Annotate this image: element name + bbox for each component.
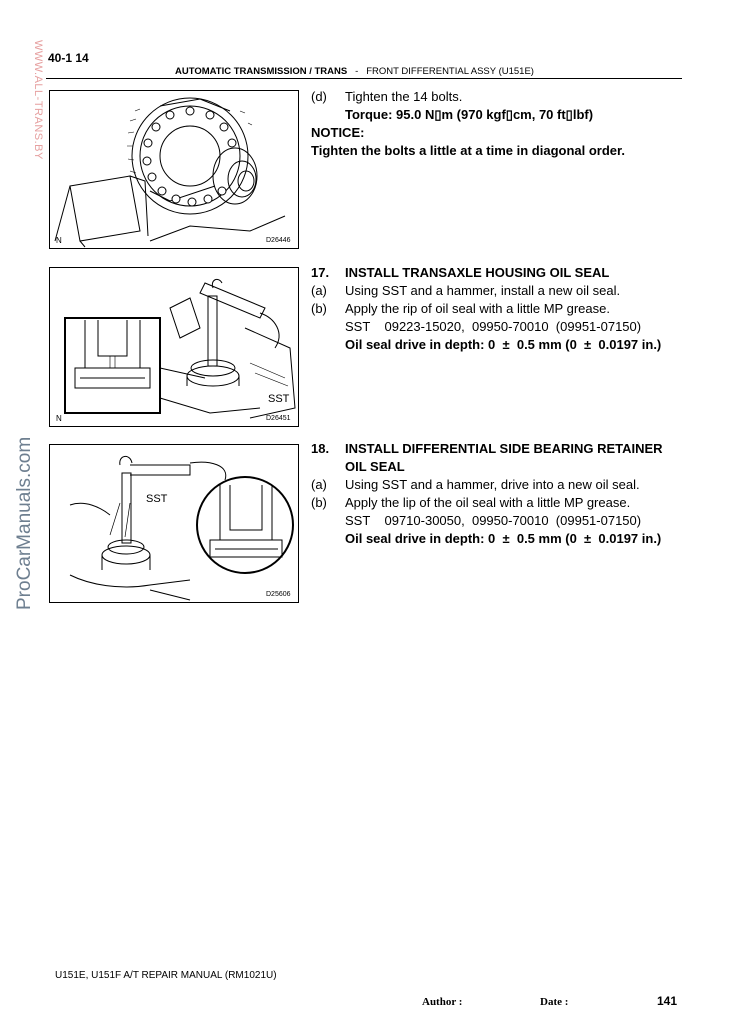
notice-title: NOTICE: [311,125,365,140]
step-17-depth: Oil seal drive in depth: 0 ± 0.5 mm (0 ±… [345,337,662,352]
step-17-title: INSTALL TRANSAXLE HOUSING OIL SEAL [345,265,610,280]
header-separator: - [355,66,359,77]
footer-page-number: 141 [657,994,678,1008]
figure2-code: D26451 [266,415,291,422]
header-section: FRONT DIFFERENTIAL ASSY (U151E) [366,66,534,77]
step-17b-text: Apply the rip of oil seal with a little … [345,301,610,316]
differential-bolts-illustration [54,97,286,248]
step-18a-text: Using SST and a hammer, drive into a new… [345,477,640,492]
step-d-torque: Torque: 95.0 N▯m (970 kgf▯cm, 70 ft▯lbf) [345,107,594,122]
step-18a-key: (a) [311,477,327,492]
step-18b-key: (b) [311,495,327,510]
step-17b-key: (b) [311,301,327,316]
header-chapter: AUTOMATIC TRANSMISSION / TRANS [175,66,348,77]
figure-transaxle-seal: SST N D26451 [49,267,299,427]
step-17a-key: (a) [311,283,327,298]
header-rule [46,78,682,79]
figure1-corner-label: N [56,236,62,245]
figure3-sst-callout: SST [146,493,168,505]
footer-date-label: Date : [540,996,569,1008]
watermark-procarmanuals: ProCarManuals.com [14,436,35,610]
step-17a-text: Using SST and a hammer, install a new oi… [345,283,621,298]
figure2-sst-callout: SST [268,393,290,405]
step-18-sst: SST 09710-30050, 09950-70010 (09951-0715… [345,513,642,528]
notice-text: Tighten the bolts a little at a time in … [311,143,625,158]
step-17-number: 17. [311,265,330,280]
figure1-code: D26446 [266,237,291,244]
figure-differential-bolts: N D26446 [49,90,299,249]
section-number: 40-1 14 [48,51,89,65]
figure2-corner-label: N [56,414,62,423]
side-bearing-seal-illustration [69,456,294,601]
footer-author-label: Author : [422,996,463,1008]
transaxle-seal-illustration [64,278,296,419]
step-18-block: 18. INSTALL DIFFERENTIAL SIDE BEARING RE… [311,440,701,550]
step-18-depth: Oil seal drive in depth: 0 ± 0.5 mm (0 ±… [345,531,662,546]
step-18-number: 18. [311,441,330,456]
page-header: AUTOMATIC TRANSMISSION / TRANS - FRONT D… [175,66,534,77]
step-18b-text: Apply the lip of the oil seal with a lit… [345,495,631,510]
step-d-block: (d) Tighten the 14 bolts. Torque: 95.0 N… [311,88,701,168]
step-17-block: 17. INSTALL TRANSAXLE HOUSING OIL SEAL (… [311,264,701,354]
step-17-sst: SST 09223-15020, 09950-70010 (09951-0715… [345,319,642,334]
footer-manual-title: U151E, U151F A/T REPAIR MANUAL (RM1021U) [55,970,277,981]
step-18-title-line2: OIL SEAL [345,459,405,474]
step-d-key: (d) [311,89,327,104]
figure3-code: D25606 [266,591,291,598]
figure-side-bearing-seal: SST D25606 [49,444,299,603]
step-d-text: Tighten the 14 bolts. [345,89,463,104]
watermark-all-trans: WWW.ALL-TRANS.BY [32,40,44,160]
step-18-title-line1: INSTALL DIFFERENTIAL SIDE BEARING RETAIN… [345,441,663,456]
